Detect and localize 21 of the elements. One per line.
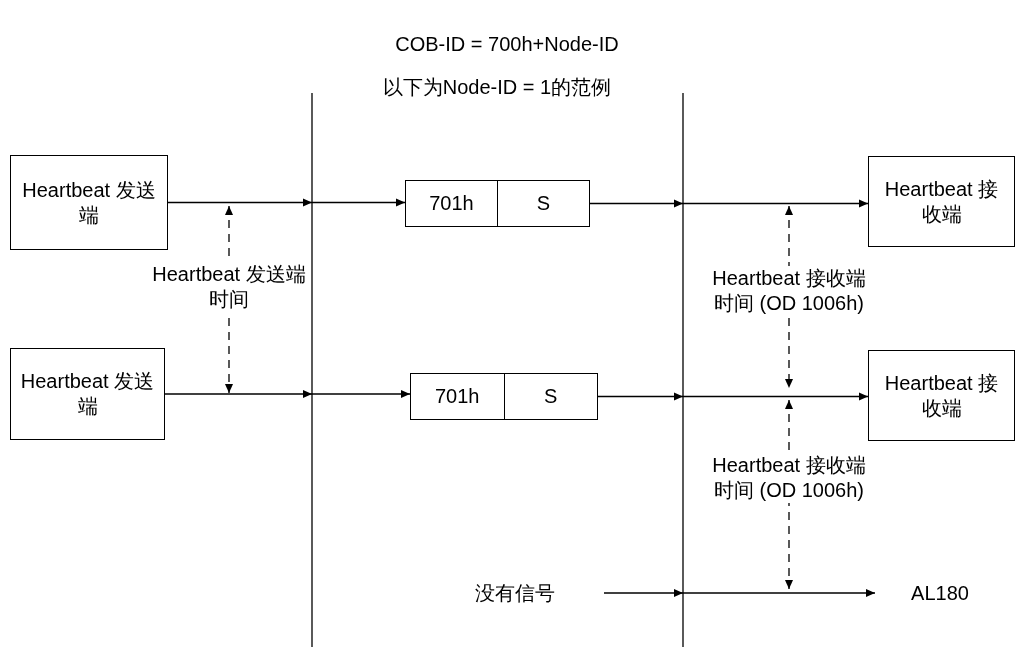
process-box [868, 350, 1015, 441]
arrow [589, 199, 869, 208]
arrow [167, 198, 406, 207]
cob-id-field: 701h [411, 374, 504, 419]
node-label: Heartbeat 接收端 [883, 370, 1000, 421]
cob-id-field: 701h [406, 181, 497, 226]
process-box [10, 348, 165, 440]
state-field: S [497, 181, 589, 226]
signal-label: 没有信号 [440, 578, 590, 608]
node-label: Heartbeat 发送端 [21, 177, 157, 228]
message-frame [410, 373, 598, 420]
arrow [597, 392, 869, 401]
arrow [164, 390, 411, 398]
signal-label: AL180 [895, 578, 985, 608]
node-label: Heartbeat 接收端 [883, 176, 1000, 227]
process-box [10, 155, 168, 250]
arrow [603, 589, 876, 597]
state-field: S [503, 374, 597, 419]
node-label: Heartbeat 发送端 [19, 369, 156, 419]
message-frame [405, 180, 590, 227]
process-box [868, 156, 1015, 247]
